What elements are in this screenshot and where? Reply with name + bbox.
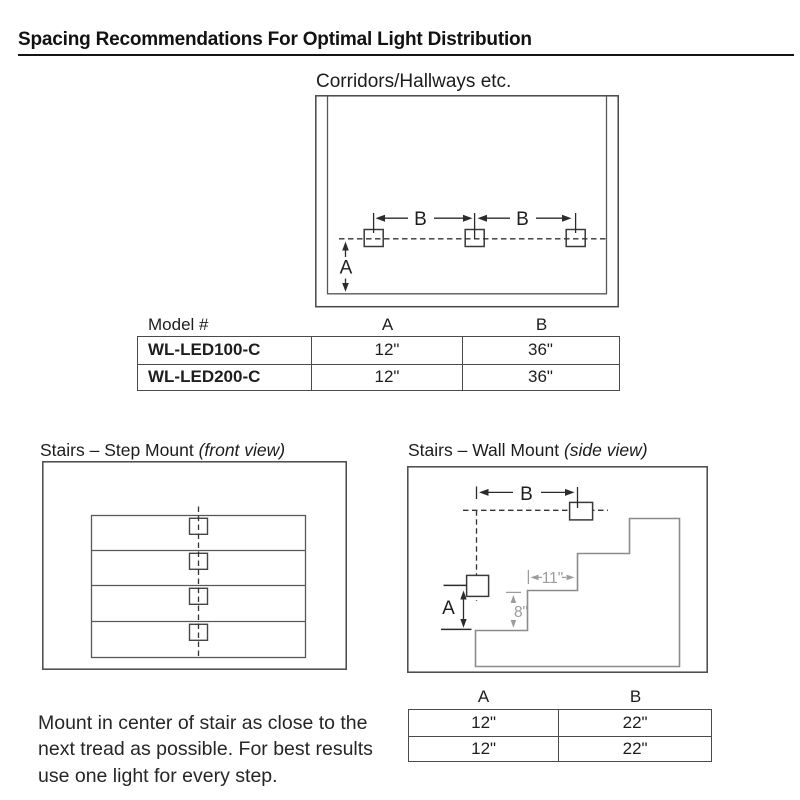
arrowhead-down: [510, 620, 517, 628]
col-header-a: A: [477, 687, 490, 706]
step-mount-diagram: [42, 461, 347, 670]
arrowhead-up: [510, 595, 517, 603]
arrowhead-down: [460, 619, 467, 628]
value-a-cell: 12": [471, 738, 497, 758]
col-header-b: B: [535, 315, 548, 334]
wall-mount-diagram: B A 11" 8": [407, 466, 708, 673]
wall-mount-heading-text: Stairs – Wall Mount: [408, 440, 560, 460]
wall-mount-view-label: (side view): [563, 440, 648, 460]
title-underline: [18, 54, 794, 57]
light-fixture-square: [465, 574, 490, 598]
table-row: 12" 22": [409, 710, 711, 736]
dim-label-riser: 8": [514, 604, 528, 621]
wall-table-header-row: A B: [408, 685, 712, 707]
table-row: 12" 22": [409, 735, 711, 761]
model-cell: WL-LED100-C: [148, 340, 261, 360]
page-title: Spacing Recommendations For Optimal Ligh…: [18, 29, 532, 50]
value-a-cell: 12": [311, 364, 462, 390]
value-a-cell: 12": [471, 712, 497, 732]
dim-label-a: A: [340, 258, 353, 279]
arrowhead-left: [477, 214, 487, 222]
col-header-b: B: [629, 687, 642, 706]
corridor-section-heading: Corridors/Hallways etc.: [316, 71, 512, 92]
step-mount-view-label: (front view): [198, 440, 286, 460]
corridor-outer-wall: [315, 95, 619, 308]
col-header-a: A: [381, 315, 394, 334]
arrowhead-right: [566, 574, 575, 581]
wall-diagram-frame: [407, 466, 708, 673]
value-b-cell: 22": [558, 736, 711, 761]
step-diagram-frame: [42, 461, 347, 670]
table-row: WL-LED100-C 12" 36": [138, 337, 619, 364]
model-cell: WL-LED200-C: [148, 367, 261, 387]
step-mount-heading-text: Stairs – Step Mount: [40, 440, 194, 460]
col-header-model: Model #: [148, 315, 209, 334]
wall-mount-section-heading: Stairs – Wall Mount (side view): [408, 440, 648, 461]
arrowhead-left: [530, 574, 539, 581]
arrowhead-left: [375, 214, 385, 222]
dim-label-b: B: [516, 209, 529, 230]
arrowhead-right: [463, 214, 473, 222]
corridor-spacing-table: WL-LED100-C 12" 36" WL-LED200-C 12" 36": [137, 336, 620, 391]
dim-label-tread: 11": [542, 570, 564, 587]
value-b-cell: 22": [558, 710, 711, 736]
arrowhead-up: [460, 590, 467, 600]
value-b-cell: 36": [462, 337, 618, 364]
arrowhead-up: [342, 241, 349, 251]
light-fixture-square: [568, 501, 594, 521]
dim-label-b: B: [414, 209, 427, 230]
arrowhead-right: [565, 488, 575, 496]
stairs-side-profile: [474, 517, 681, 668]
mounting-note: Mount in center of stair as close to the…: [38, 711, 373, 787]
dim-label-b: B: [520, 484, 533, 505]
corridor-diagram: B B A: [315, 95, 619, 308]
corridor-table-header-row: Model # A B: [137, 311, 620, 335]
value-b-cell: 36": [462, 364, 618, 390]
arrowhead-right: [562, 214, 572, 222]
step-mount-section-heading: Stairs – Step Mount (front view): [40, 440, 285, 461]
arrowhead-left: [479, 488, 489, 496]
wall-spacing-table: 12" 22" 12" 22": [408, 709, 712, 762]
value-a-cell: 12": [311, 337, 462, 364]
dim-label-a: A: [442, 598, 455, 619]
arrowhead-down: [342, 283, 349, 292]
table-row: WL-LED200-C 12" 36": [138, 363, 619, 390]
